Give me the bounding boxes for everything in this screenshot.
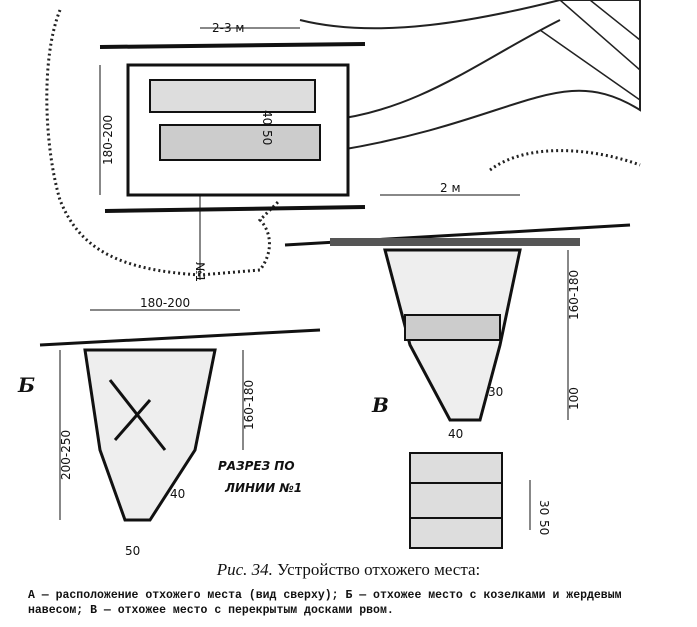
v-width-label: 2 м bbox=[440, 181, 461, 195]
top-width-label: 2-3 м bbox=[212, 21, 244, 35]
section-note-2: ЛИНИИ №1 bbox=[224, 481, 302, 495]
section-line-label: №1 bbox=[193, 262, 207, 282]
section-note-1: РАЗРЕЗ ПО bbox=[218, 459, 295, 473]
figure-caption-body: А — расположение отхожего места (вид све… bbox=[28, 589, 622, 617]
v-bottom-depth-label: 100 bbox=[567, 387, 581, 410]
b-width-label: 180-200 bbox=[140, 296, 190, 310]
figure-caption-title: Рис. 34. Устройство отхожего места: bbox=[0, 560, 697, 580]
top-length-label: 180-200 bbox=[101, 115, 115, 165]
board-top bbox=[149, 79, 316, 113]
bush-outline-right bbox=[489, 149, 641, 172]
b-depth-label: 160-180 bbox=[242, 380, 256, 430]
path-hatching bbox=[299, 0, 641, 152]
b-ledge-label: 40 bbox=[170, 487, 185, 501]
planks-top bbox=[159, 124, 321, 161]
bottom-rod bbox=[104, 205, 366, 213]
figure-number: Рис. 34. bbox=[216, 560, 273, 579]
board-label: 50 bbox=[260, 130, 274, 145]
gap-label: 40 bbox=[260, 110, 274, 125]
b-total-depth-label: 200-250 bbox=[59, 430, 73, 480]
v-bottom-width-label: 40 bbox=[448, 427, 463, 441]
planks-detail bbox=[409, 452, 503, 549]
b-letter: Б bbox=[17, 373, 35, 397]
b-bottom-width-label: 50 bbox=[125, 544, 140, 558]
v-step-label: 30 bbox=[488, 385, 503, 399]
v-depth-label: 160-180 bbox=[567, 270, 581, 320]
planks-label-30: 30 bbox=[537, 500, 551, 515]
top-rod bbox=[99, 42, 366, 49]
figure-title: Устройство отхожего места: bbox=[277, 560, 481, 579]
b-pit bbox=[83, 348, 217, 522]
bush-outline bbox=[45, 9, 282, 277]
v-letter: В bbox=[371, 393, 389, 417]
planks-label-50: 50 bbox=[537, 520, 551, 535]
